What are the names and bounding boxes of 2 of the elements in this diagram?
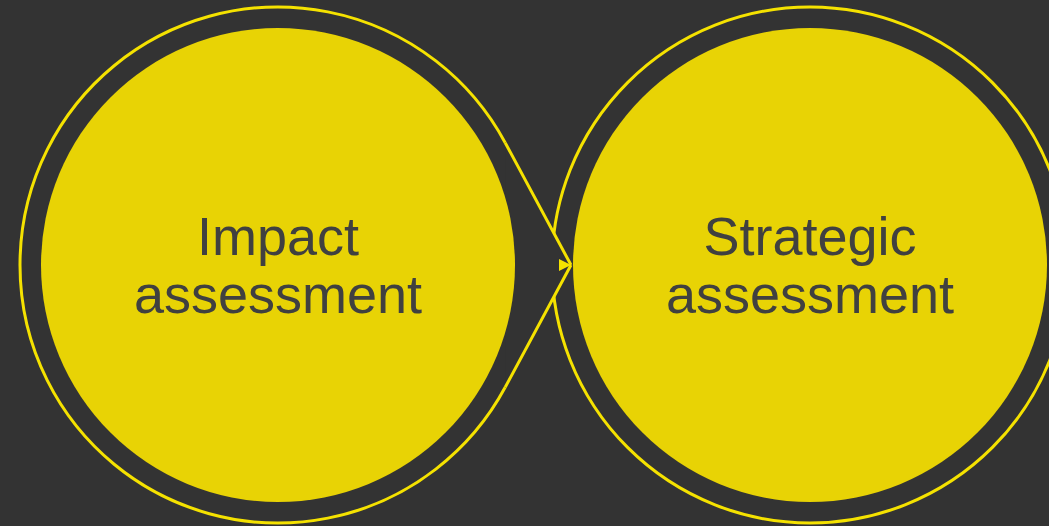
node-label: Strategic assessment — [664, 206, 956, 324]
node-label: Impact assessment — [132, 206, 424, 324]
